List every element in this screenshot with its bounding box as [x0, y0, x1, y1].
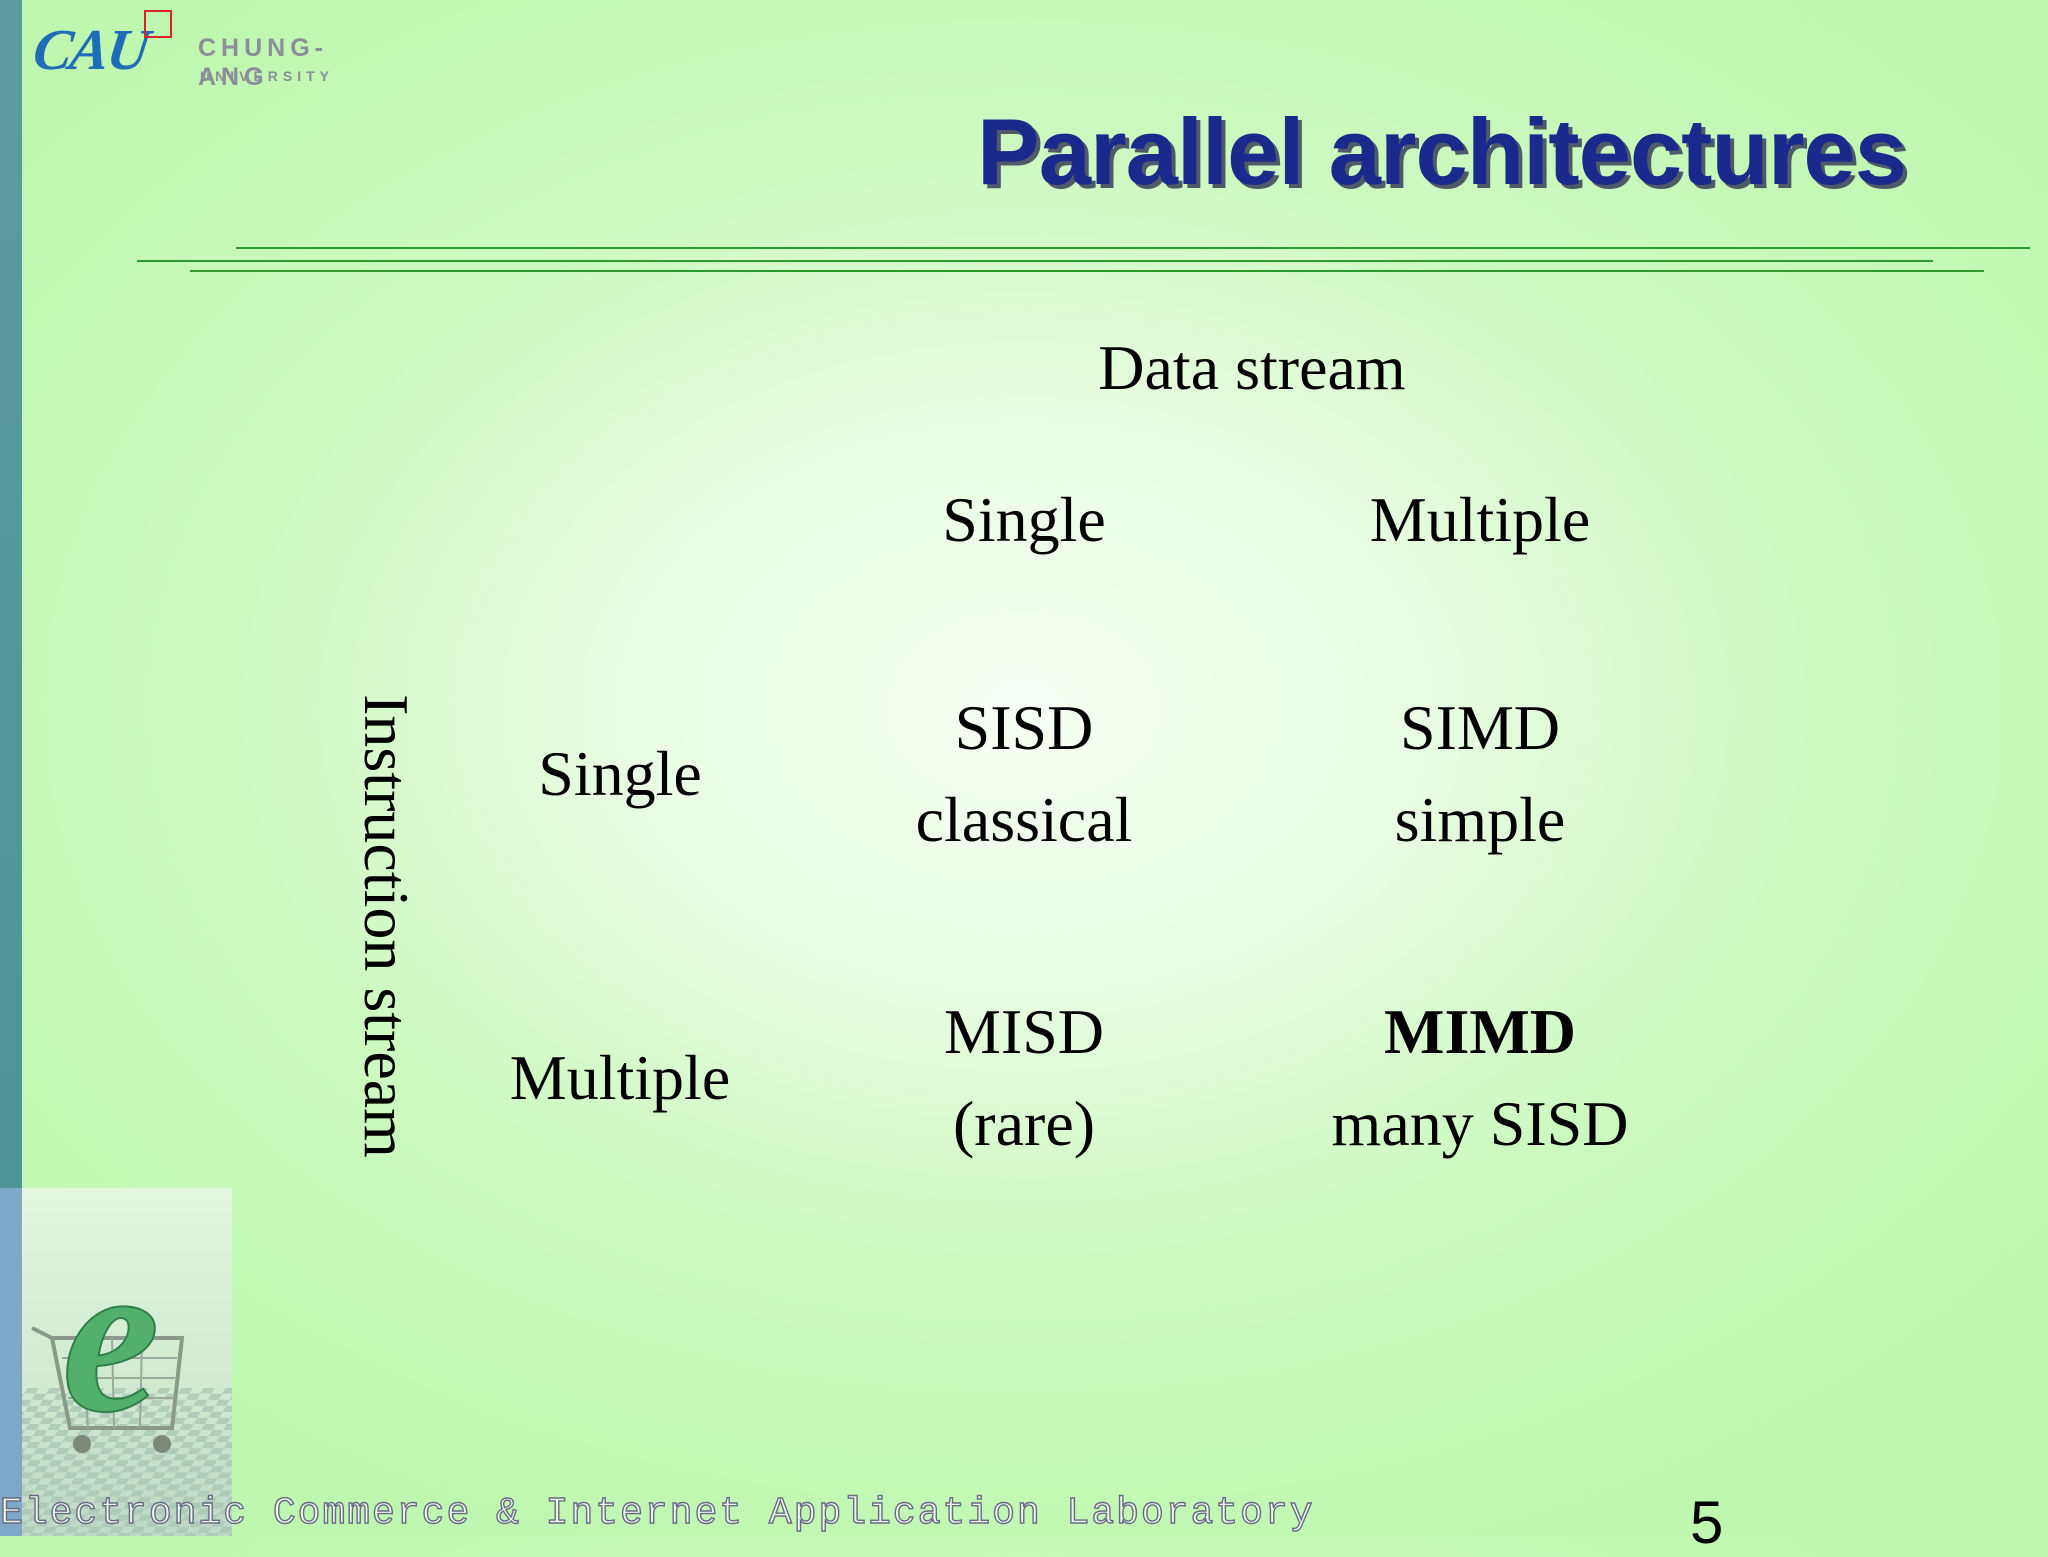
footer-lab-name: Electronic Commerce & Internet Applicati…: [0, 1491, 1315, 1535]
title-rule: [190, 270, 1984, 272]
row-label-single: Single: [538, 738, 702, 809]
cell-description: classical: [915, 784, 1133, 855]
logo-box-icon: [144, 10, 172, 38]
logo-name: CHUNG-ANG: [198, 34, 328, 91]
university-logo: CAU CHUNG-ANG UNIVERSITY: [29, 10, 354, 91]
page-number: 5: [1690, 1489, 1724, 1556]
row-header: Instruction stream: [351, 694, 422, 1158]
column-header: Data stream: [1098, 332, 1406, 403]
title-rule: [137, 260, 1933, 262]
cell-sisd: SISD classical: [864, 682, 1184, 866]
column-label-multiple: Multiple: [1369, 484, 1591, 555]
left-accent-bar-lower: [0, 1188, 22, 1536]
column-label-single: Single: [942, 484, 1106, 555]
row-label-multiple: Multiple: [509, 1042, 731, 1113]
cell-misd: MISD (rare): [864, 986, 1184, 1170]
slide-title: Parallel architectures: [977, 99, 1907, 204]
cell-mimd: MIMD many SISD: [1280, 986, 1680, 1170]
logo-subtitle: UNIVERSITY: [200, 68, 335, 84]
logo-mark: CAU: [29, 17, 152, 82]
cell-name: MIMD: [1384, 996, 1576, 1067]
cell-description: simple: [1394, 784, 1566, 855]
cell-name: SISD: [954, 692, 1094, 763]
cell-simd: SIMD simple: [1300, 682, 1660, 866]
left-accent-bar: [0, 0, 22, 1188]
cell-description: (rare): [952, 1088, 1096, 1159]
cell-name: MISD: [943, 996, 1105, 1067]
svg-text:e: e: [62, 1214, 160, 1458]
title-rule: [236, 247, 2030, 249]
cell-description: many SISD: [1331, 1088, 1629, 1159]
cell-name: SIMD: [1399, 692, 1561, 763]
ecommerce-cart-icon: e: [22, 1188, 232, 1536]
